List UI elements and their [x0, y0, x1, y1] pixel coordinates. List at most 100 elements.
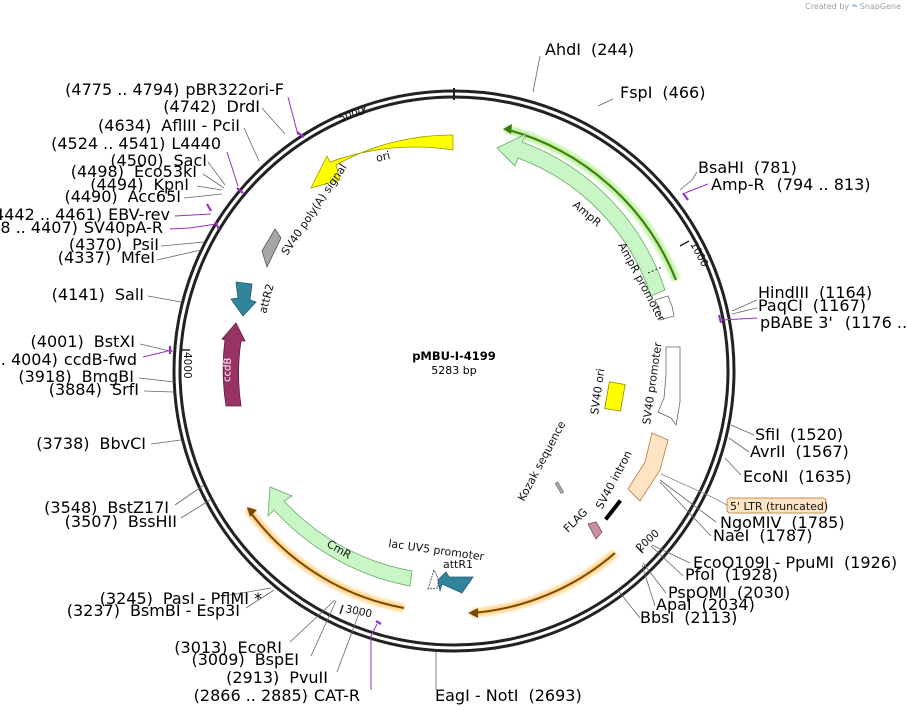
leader-kpni	[196, 185, 223, 191]
ltr-label-box	[726, 497, 827, 514]
site-eco53ki: (4498)Eco53kI	[71, 162, 197, 181]
plasmid-size: 5283 bp	[431, 364, 476, 377]
site-bsshii: (3507)BssHII	[65, 512, 177, 531]
tick-5000	[362, 103, 367, 113]
cmr-orf-arrowhead	[247, 507, 257, 517]
primer-leaders	[142, 96, 758, 690]
leader-ahdi	[532, 55, 541, 93]
site-hindiii: HindIII(1164)	[758, 283, 872, 302]
leader-pfoi	[650, 545, 684, 577]
feature-label-ltr: 5' LTR (truncated)	[730, 500, 828, 513]
attr2-feature	[230, 281, 257, 317]
ccdb-feature	[221, 322, 246, 407]
ltr-orf-arrowhead	[468, 608, 478, 618]
leader-drdi	[261, 107, 286, 135]
cmr-feature	[267, 486, 413, 587]
leader-psii	[160, 241, 205, 247]
site-drdi: (4742)DrdI	[163, 97, 260, 116]
primer-mark-ebv-rev	[206, 203, 212, 212]
cmr-orf-glow	[244, 506, 405, 612]
site-ecoo109i: EcoO109I - PpuMI(1926)	[693, 553, 897, 572]
primer-amp-r: Amp-R(794 .. 813)	[711, 175, 870, 194]
site-bbvci: (3738)BbvCI	[36, 434, 146, 453]
cmr-orf-line	[247, 508, 405, 609]
sv40-polya-feature	[261, 228, 282, 269]
primer-leader-sv40pa-r	[169, 223, 217, 230]
leader-bspei	[310, 600, 337, 657]
site-psii: (4370)PsiI	[69, 235, 159, 254]
created-by-text: Created by	[805, 2, 850, 11]
leader-pvuii	[336, 607, 362, 673]
sv40-intron-feature	[627, 432, 669, 502]
site-fspi: FspI(466)	[620, 83, 705, 102]
ltr-leader	[660, 473, 728, 506]
primer-mark-cat-r	[375, 620, 382, 625]
site-kpni: (4494)KpnI	[90, 175, 189, 194]
site-eagi: EagI - NotI(2693)	[435, 686, 582, 705]
site-sali: (4141)SalI	[52, 285, 144, 304]
feature-label-ori: ori	[375, 149, 392, 165]
lac-uv5-feature	[427, 568, 439, 590]
leader-bbsi	[616, 588, 641, 619]
primer-pbr322ori-f: (4775 .. 4794)pBR322ori-F	[65, 80, 284, 99]
intron-marker	[604, 499, 622, 521]
ampr-feature	[496, 133, 666, 297]
leader-saci	[207, 161, 226, 186]
leader-bsshii	[180, 499, 211, 519]
feature-label-attr1: attR1	[443, 558, 473, 571]
site-paqci: PaqCI(1167)	[758, 296, 866, 315]
leader-ecori	[289, 599, 336, 643]
feature-label-attr2: attR2	[256, 282, 276, 314]
leader-econi	[724, 457, 742, 476]
site-bsmbi: (3237)BsmBI - Esp3I	[67, 601, 240, 620]
leader-srfi	[143, 390, 175, 393]
site-pasi: (3245)PasI - PflMI *	[100, 589, 262, 608]
ampr-orf-arrowhead	[503, 124, 512, 134]
primer-leader-amp-r	[684, 183, 709, 194]
site-leaders	[138, 55, 758, 690]
tick-1000	[679, 240, 690, 247]
leader-bstz17i	[174, 484, 205, 506]
feature-label-flag: FLAG	[561, 506, 590, 535]
sv40-promoter-feature	[657, 346, 681, 427]
leader-bsmbi	[245, 589, 275, 609]
site-naei: NaeI(1787)	[713, 526, 813, 545]
leader-avrii	[728, 437, 750, 453]
snapgene-logo-icon: ᴖ	[851, 2, 858, 11]
primer-sv40pa-r: (4388 .. 4407)SV40pA-R	[0, 218, 163, 237]
primer-mark-l4440	[236, 187, 244, 194]
site-pspomi: PspOMI(2030)	[668, 583, 790, 602]
site-sfii: SfiI(1520)	[755, 425, 843, 444]
tick-label-5000: 5000	[337, 105, 366, 125]
tick-label-3000: 3000	[344, 603, 373, 620]
leader-pspomi	[642, 562, 667, 594]
attr1-feature	[437, 571, 474, 594]
ampr-promoter-feature	[654, 295, 675, 321]
site-bstz17i: (3548)BstZ17I	[44, 498, 169, 517]
leader-pasi	[223, 587, 272, 597]
leader-fspi	[597, 98, 614, 107]
primer-ebv-rev: (4442 .. 4461)EBV-rev	[0, 205, 170, 224]
snapgene-name: SnapGene	[859, 2, 901, 11]
primer-leader-cat-r	[370, 623, 378, 690]
primer-pbabe: pBABE 3'(1176 .. 1196)	[760, 313, 907, 332]
site-econi: EcoNI(1635)	[743, 467, 852, 486]
site-pvuii: (2913)PvuII	[226, 668, 328, 687]
leader-ecoo109i	[651, 544, 691, 564]
site-afliii: (4634)AflIII - PciI	[98, 116, 240, 135]
primer-mark-pbr322	[296, 131, 305, 138]
leader-acc65i	[183, 193, 223, 199]
site-mfei: (4337)MfeI	[58, 248, 155, 267]
kozak-feature	[554, 481, 565, 495]
site-saci: (4500)SacI	[110, 151, 207, 170]
leader-hindiii	[731, 299, 758, 312]
feature-label-sv40-polya: SV40 poly(A) signal	[279, 161, 350, 257]
snapgene-credit: Created by ᴖ SnapGene	[805, 2, 901, 11]
site-bsahi: BsaHI(781)	[698, 158, 797, 177]
primer-mark-sv40pa-r	[214, 221, 220, 230]
primer-leader-pbr322	[287, 96, 299, 136]
leader-bsahi	[679, 171, 698, 191]
leader-bbvci	[150, 439, 182, 445]
primer-leader-l4440	[226, 151, 239, 187]
